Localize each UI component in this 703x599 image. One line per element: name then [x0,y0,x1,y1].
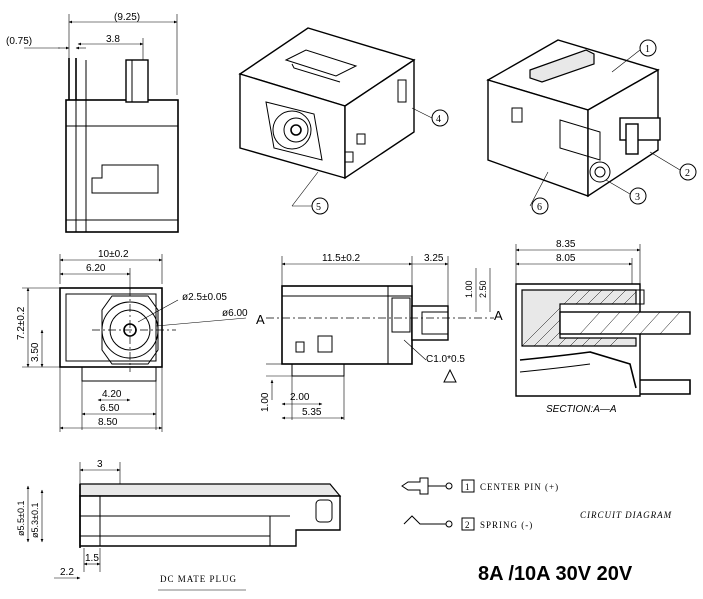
callout-2: 2 [685,168,690,179]
front-view: 10±0.2 6.20 7.2±0.2 3.50 ø2.5±0.05 ø6.00 [16,249,248,432]
circuit-item2-label: SPRING (-) [480,520,533,530]
circuit-item2-num: 2 [465,520,470,530]
dim-height: 7.2±0.2 [16,306,27,340]
dim-pin-dia: ø2.5±0.05 [182,292,227,303]
section-mark-left: A [256,312,265,327]
circuit-item1-num: 1 [465,482,470,492]
section-mark-right: A [494,308,503,323]
dim-foot-inner: 4.20 [102,389,122,400]
isometric-front: 4 5 [238,27,449,215]
side-view: (0.75) (9.25) 3.8 [6,12,179,233]
dim-outer: 8.35 [556,239,576,250]
dim-center-x: 6.20 [86,263,106,274]
dim-plug-len: 3 [97,459,103,470]
dim-inner: 8.05 [556,253,576,264]
dim-offset: (0.75) [6,36,32,47]
dim-bore-dia: ø6.00 [222,308,248,319]
dim-tab-h1: 1.00 [464,280,474,298]
dim-plug-outer: ø5.5±0.1 [16,501,26,536]
plug-view: 3 ø5.5±0.1 ø5.3±0.1 1.5 2.2 DC MATE PLUG [16,459,342,591]
callout-3: 3 [635,192,640,203]
callout-6: 6 [537,202,542,213]
dim-overall: (9.25) [114,12,140,23]
callout-1: 1 [645,44,650,55]
rating-label: 8A /10A 30V 20V [478,563,633,585]
circuit-diagram: 1 CENTER PIN (+) 2 SPRING (-) CIRCUIT DI… [401,477,672,531]
dim-pin: 3.8 [106,34,120,45]
dim-length: 11.5±0.2 [322,253,361,264]
dim-center-y: 3.50 [30,342,41,362]
top-view: 11.5±0.2 3.25 1.00 2.50 A A C1.0*0.5 [256,253,503,420]
circuit-title: CIRCUIT DIAGRAM [580,510,672,520]
dim-tab-h2: 2.50 [478,280,488,298]
plug-label: DC MATE PLUG [160,574,237,584]
dim-foot-h: 1.00 [260,392,271,412]
dim-plug-shoulder: 2.2 [60,567,74,578]
circuit-item1-label: CENTER PIN (+) [480,482,559,492]
dim-width: 10±0.2 [98,249,129,260]
isometric-rear: 1 2 3 6 [486,39,697,215]
section-label: SECTION:A—A [546,404,617,415]
dim-chamfer: C1.0*0.5 [426,354,465,365]
callout-5: 5 [316,202,321,213]
callout-4: 4 [436,114,441,125]
dim-foot-total: 5.35 [302,407,322,418]
dim-plug-tip: 1.5 [85,553,99,564]
dim-foot-outer: 8.50 [98,417,118,428]
dim-foot-pos: 2.00 [290,392,310,403]
section-view: 8.35 8.05 SECTION:A—A [515,239,691,415]
dim-plug-inner: ø5.3±0.1 [30,503,40,538]
dim-tab: 3.25 [424,253,444,264]
dim-foot-mid: 6.50 [100,403,120,414]
